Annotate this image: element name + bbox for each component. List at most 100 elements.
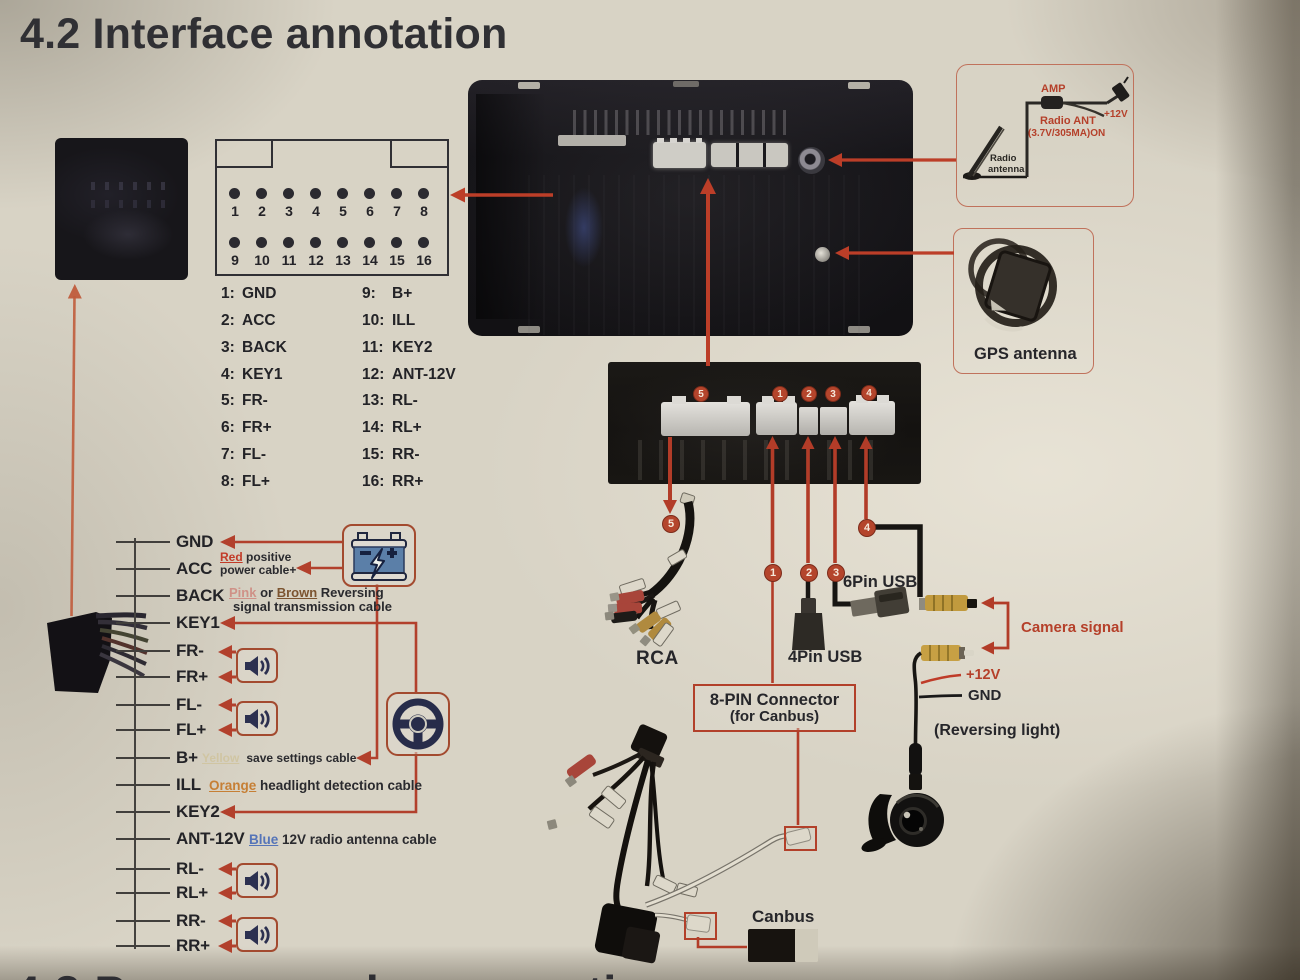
socket1 [756,402,797,435]
socket-pins-hint [91,182,167,190]
pin-def-number: 3: [221,339,235,356]
pin-def-name: ACC [242,312,276,329]
harness-label-rl+: RL+ [176,883,208,902]
aux-socket-group [711,143,788,167]
note-ill: Orange headlight detection cable [209,778,422,793]
harness-label-fl-: FL- [176,695,202,714]
harness-tick [116,945,170,948]
pin8-line2: (for Canbus) [729,707,820,725]
battery-icon [351,532,407,581]
pin-number: 15 [389,252,405,268]
pin-definition: 6:FR+ [221,419,272,437]
harness-label-key1: KEY1 [176,613,220,632]
heatsink-fins [573,110,788,135]
pin-def-name: KEY1 [242,366,283,383]
note-ant12v-rest: 12V radio antenna cable [278,832,437,847]
callout-circle-photo: 1 [772,386,788,402]
harness-tick [116,541,170,544]
harness-label-back: BACK [176,586,225,605]
mount-tab-icon [518,82,540,89]
pin-number: 11 [281,252,297,268]
next-section-heading-text: 4.3 Power supply connection [14,965,714,980]
note-ill-color-word: Orange [209,778,257,793]
harness-label-b+: B+ [176,748,198,767]
pin-number: 12 [308,252,324,268]
pin-def-name: B+ [392,285,413,302]
pin-definition: 8:FL+ [221,473,270,491]
pin-number: 8 [420,203,428,219]
socket1-tab [783,396,795,404]
mount-tab-icon [518,326,540,333]
pin-dot [255,237,267,248]
socket4-tab [877,395,889,403]
pin-definition: 5:FR- [221,392,268,410]
pin-definition: 9:B+ [362,285,412,303]
pin-def-name: KEY2 [392,339,433,356]
socket5-tab [727,396,741,404]
pin-def-name: FL- [242,446,267,463]
canbus-label: Canbus [752,907,815,926]
pin-number: 13 [335,252,351,268]
aux-socket-gap [763,143,766,167]
radio-antenna-caption1: Radio [990,153,1017,164]
harness-tick [116,650,170,653]
pin-definition: 11: KEY2 [362,339,433,357]
pin-dot [309,188,321,199]
harness-label-rr-: RR- [176,911,206,930]
pin-def-name: FR+ [242,419,272,436]
note-ill-rest: headlight detection cable [256,778,423,793]
radio-ant-label: Radio ANT [1040,115,1096,127]
socket3 [820,407,847,435]
note-back-line1: Pink or Brown Reversing [229,585,384,600]
mount-tab-icon [848,82,870,89]
battery-icon-box [342,524,416,587]
pin-number: 1 [231,203,239,219]
pin-dot [228,237,240,248]
note-back-mid: or [256,585,277,600]
pin-number: 16 [416,252,432,268]
plus12v-label: +12V [966,667,1001,683]
harness-tick [116,568,170,571]
camera-signal-bracket [981,596,1010,655]
harness-label-rl-: RL- [176,859,204,878]
pin-def-name: RL+ [392,419,422,436]
pin-number: 3 [285,203,293,219]
harness-label-fr+: FR+ [176,667,208,686]
rca-harness-photo [604,492,696,647]
harness-label-key2: KEY2 [176,802,220,821]
socket2 [799,407,818,435]
pin-number: 14 [362,252,378,268]
pin-dot [363,188,375,199]
connector-key-notch-left [216,140,273,168]
aux-socket-gap [736,143,739,167]
pin-definition: 14:RL+ [362,419,422,437]
pin-dot [255,188,267,199]
reversing-light-label: (Reversing light) [934,722,1061,739]
pin-definition: 2:ACC [221,312,276,330]
pin-definition: 10:ILL [362,312,415,330]
main-harness-socket [653,142,706,168]
radio-ant-spec-label: (3.7V/305MA)ON [1028,128,1106,139]
wire-bundle-photo [546,724,812,964]
pin-def-number: 7: [221,446,235,463]
sticker-glow [563,180,605,275]
reversing-camera-photo [861,651,963,852]
note-back-brown-word: Brown [276,585,318,600]
socket5-tab [672,396,686,404]
harness-tick [116,676,170,679]
harness-label-acc: ACC [176,559,213,578]
pin-def-number: 15: [362,446,385,463]
pin-dot [336,237,348,248]
pin-definition: 3:BACK [221,339,287,357]
canbus-module-photo [748,929,818,962]
canbus-plug-highlight [784,826,817,851]
socket-closeup-photo [55,138,188,280]
camera-rca-plugs [919,595,977,661]
next-section-heading: 4.3 Power supply connection [14,965,714,980]
pin-def-number: 11: [362,339,384,356]
pin-number: 2 [258,203,266,219]
note-back-pink-word: Pink [229,585,257,600]
speaker-icon [245,709,270,729]
